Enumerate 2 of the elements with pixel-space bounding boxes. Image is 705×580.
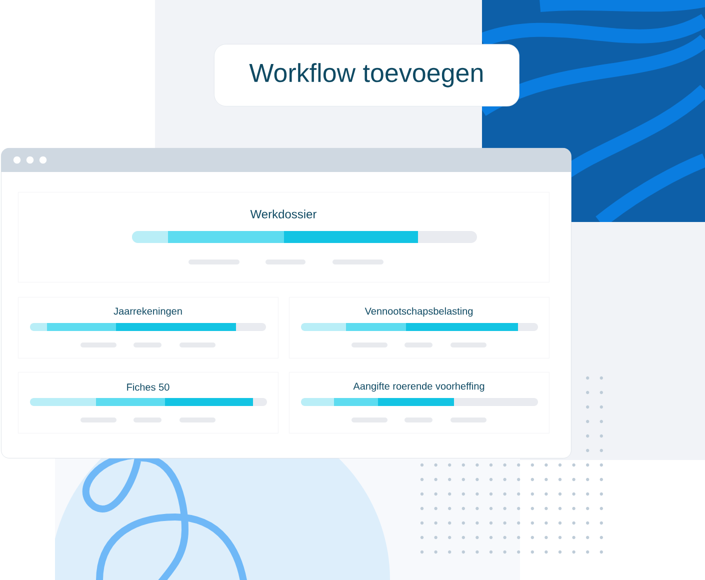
card: Werkdossier bbox=[18, 192, 550, 282]
title-box: Workflow toevoegen bbox=[214, 44, 520, 106]
